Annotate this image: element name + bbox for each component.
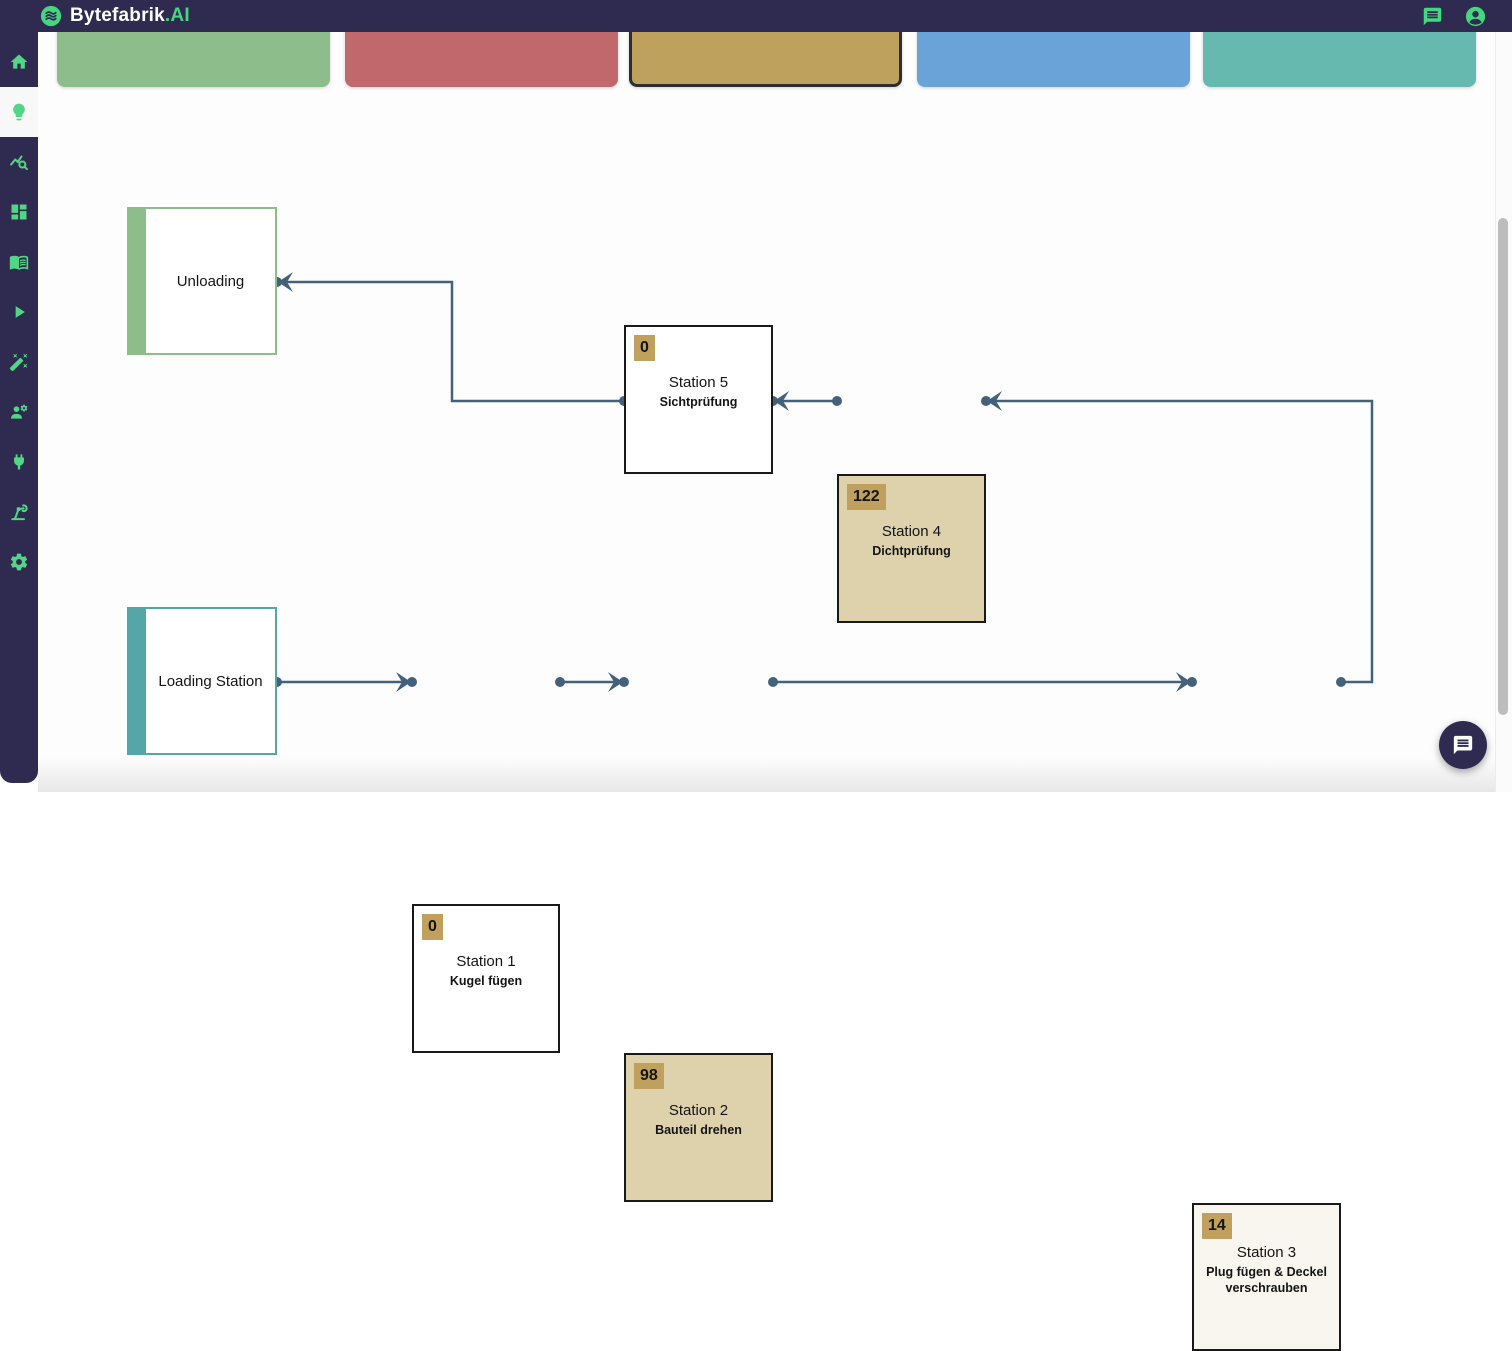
account-icon[interactable]	[1465, 6, 1486, 27]
chat-icon[interactable]	[1422, 6, 1443, 27]
node-unloading[interactable]: Unloading	[127, 207, 277, 355]
node-station-2[interactable]: 98 Station 2 Bauteil drehen	[624, 1053, 773, 1202]
station-title: Station 1	[456, 953, 516, 971]
wip-badge: 122	[847, 484, 886, 510]
sidebar-item-ideas[interactable]	[0, 87, 38, 137]
station-title: Station 2	[668, 1102, 729, 1120]
analytics-icon	[10, 155, 28, 171]
sidebar-item-magic[interactable]	[0, 337, 38, 387]
node-station-5[interactable]: 0 Station 5 Sichtprüfung	[624, 325, 773, 474]
station-subtitle: Bauteil drehen	[655, 1123, 742, 1138]
wip-badge: 14	[1202, 1213, 1232, 1239]
sidebar-item-knowledge[interactable]	[0, 237, 38, 287]
unloading-accent-bar	[129, 209, 146, 353]
play-icon	[15, 306, 25, 318]
sidebar-nav	[0, 32, 38, 783]
sidebar-item-analytics[interactable]	[0, 137, 38, 187]
node-label: Loading Station	[158, 672, 263, 690]
brand-name: Bytefabrik.AI	[70, 5, 190, 26]
station-subtitle: Plug fügen & Deckel verschrauben	[1206, 1264, 1327, 1295]
vertical-scrollbar[interactable]	[1495, 32, 1512, 792]
plug-icon	[13, 454, 25, 470]
sidebar-item-integrations[interactable]	[0, 437, 38, 487]
brand-logo[interactable]: Bytefabrik.AI	[40, 5, 190, 27]
station-title: Station 4	[881, 523, 942, 541]
lightbulb-icon	[13, 103, 25, 121]
settings-icon	[10, 553, 28, 571]
canvas-bottom-fade	[38, 758, 1496, 792]
book-icon	[9, 255, 29, 270]
station-subtitle: Sichtprüfung	[659, 395, 738, 410]
node-loading-station[interactable]: Loading Station	[127, 607, 277, 755]
station-subtitle: Dichtprüfung	[872, 544, 951, 559]
robot-arm-icon	[11, 504, 28, 521]
wip-badge: 0	[634, 335, 655, 361]
magic-wand-icon	[9, 353, 28, 372]
sidebar-item-dashboard[interactable]	[0, 187, 38, 237]
app-header: Bytefabrik.AI	[0, 0, 1512, 32]
node-label: Unloading	[176, 272, 245, 290]
chat-icon	[1453, 735, 1473, 755]
sidebar-item-home[interactable]	[0, 37, 38, 87]
sidebar-item-robotics[interactable]	[0, 487, 38, 537]
station-subtitle: Kugel fügen	[449, 974, 523, 989]
dashboard-icon	[11, 204, 27, 220]
scrollbar-thumb[interactable]	[1498, 218, 1508, 715]
station-title: Station 3	[1236, 1243, 1297, 1261]
chat-fab[interactable]	[1439, 721, 1487, 769]
brand-waves-icon	[40, 5, 62, 27]
node-station-3[interactable]: 14 Station 3 Plug fügen & Deckel verschr…	[1192, 1203, 1341, 1351]
loading-accent-bar	[129, 609, 146, 753]
node-station-4[interactable]: 122 Station 4 Dichtprüfung	[837, 474, 986, 623]
sidebar-item-settings[interactable]	[0, 537, 38, 587]
wip-badge: 98	[634, 1063, 664, 1089]
station-title: Station 5	[668, 374, 729, 392]
sidebar-item-engineering[interactable]	[0, 387, 38, 437]
node-station-1[interactable]: 0 Station 1 Kugel fügen	[412, 904, 560, 1053]
sidebar-item-run[interactable]	[0, 287, 38, 337]
home-icon	[10, 54, 28, 69]
engineer-icon	[11, 404, 28, 419]
wip-badge: 0	[422, 914, 443, 940]
